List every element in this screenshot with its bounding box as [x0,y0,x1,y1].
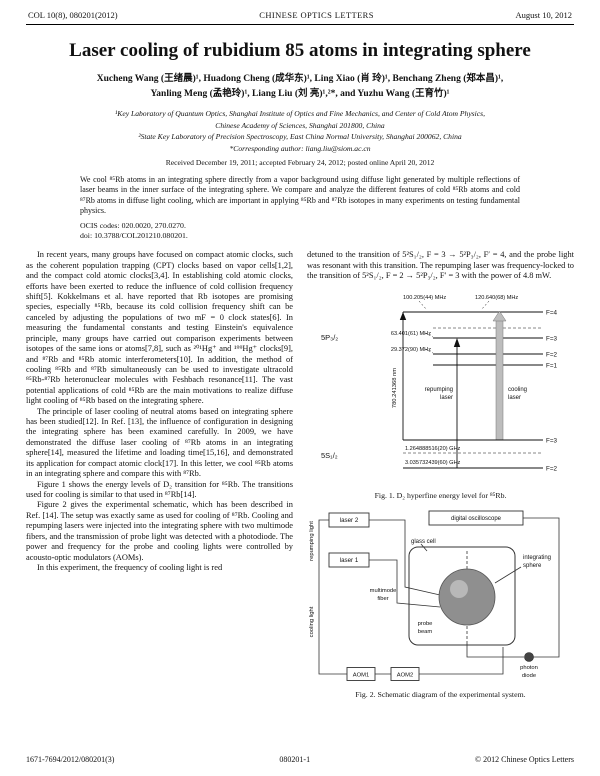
right-column: detuned to the transition of 5²S₁/₂, F =… [307,250,574,702]
repump-label-1: repumping [425,387,453,393]
state-label-5s12: 5S₁/₂ [321,451,338,460]
oscilloscope-box [428,510,524,526]
abstract-text: We cool ⁸⁵Rb atoms in an integrating sph… [80,174,520,216]
left-column: In recent years, many groups have focuse… [26,250,293,702]
body-paragraph: detuned to the transition of 5²S₁/₂, F =… [307,250,574,281]
multimode-fiber-label-2: fiber [377,596,388,602]
body-paragraph: Figure 1 shows the energy levels of D₂ t… [26,479,293,500]
splitting-3035ghz: 3.035732439(60) GHz [405,460,461,466]
issue-date: August 10, 2012 [515,10,572,20]
paper-title: Laser cooling of rubidium 85 atoms in in… [69,40,531,61]
multimode-fiber-label-1: multimode [370,588,397,594]
body-paragraph: In recent years, many groups have focuse… [26,250,293,406]
repump-arrowhead [453,337,461,347]
wavelength-label: 780.241368 nm [392,367,398,407]
level-label-f3g: F=3 [546,437,558,444]
level-label-f2g: F=2 [546,465,558,472]
author-list: Xucheng Wang (王绪晨)¹, Huadong Cheng (成华东)… [26,72,574,102]
fig1-ground-levels [403,439,543,469]
probe-beam-label-2: beam [418,629,433,635]
fig1-leader-lines [418,300,490,353]
repump-label-2: laser [440,395,453,401]
photodiode-shape [524,651,534,662]
integrating-sphere-label-1: integrating [523,555,551,561]
figure-1-caption: Fig. 1. D₂ hyperfine energy level for ⁸⁵… [374,491,507,500]
cooling-beam-band [495,319,504,440]
ocis-codes: OCIS codes: 020.0020, 270.0270. [80,220,186,230]
level-label-f2e: F=2 [546,351,558,358]
page-footer: 1671-7694/2012/080201(3) 080201-1 © 2012… [26,755,574,764]
state-label-5p32: 5P₃/₂ [321,333,338,342]
laser2-label: laser 2 [340,517,359,524]
aom2-label: AOM2 [397,672,413,678]
doi: doi: 10.3788/COL201210.080201. [80,231,188,241]
journal-header: COL 10(8), 080201(2012) CHINESE OPTICS L… [26,8,574,25]
cooling-arrowhead [492,310,507,321]
fig1-diagram: 5P₃/₂ F=4 F=3 F=2 F=1 100.205(44) MHz 12… [321,295,558,473]
integrating-sphere-label-2: sphere [523,563,542,569]
oscilloscope-label: digital oscilloscope [451,516,502,522]
journal-citation: COL 10(8), 080201(2012) [28,10,118,20]
corresponding-author: *Corresponding author: liang.liu@siom.ac… [229,143,371,153]
level-label-f3e: F=3 [546,335,558,342]
figure-2-schematic: laser 2 laser 1 digital oscilloscope AOM… [307,507,574,700]
splitting-1264ghz: 1.264888516(20) GHz [405,446,461,452]
body-paragraph: The principle of laser cooling of neutra… [26,406,293,479]
integrating-sphere-shape [438,568,496,626]
aom1-label: AOM1 [353,672,369,678]
affiliations: ¹Key Laboratory of Quantum Optics, Shang… [26,108,574,154]
fig2-diagram: laser 2 laser 1 digital oscilloscope AOM… [309,510,560,681]
d2-arrowhead [399,311,407,320]
footer-copyright: © 2012 Chinese Optics Letters [475,755,574,764]
splitting-100mhz: 100.205(44) MHz [403,295,446,301]
affiliation-1-line-1: ¹Key Laboratory of Quantum Optics, Shang… [115,109,485,119]
repumping-light-label: repumping light [309,521,315,561]
body-paragraph: In this experiment, the frequency of coo… [37,562,223,572]
photodiode-label-1: photon [520,665,538,671]
aom1-box [346,666,376,681]
authors-line-2: Yanling Meng (孟艳玲)¹, Liang Liu (刘 亮)¹,²*… [150,89,450,100]
cooling-light-label: cooling light [309,606,315,637]
photodiode-label-2: diode [522,673,536,679]
level-label-f1e: F=1 [546,362,558,369]
journal-name: CHINESE OPTICS LETTERS [259,10,374,20]
footer-issn: 1671-7694/2012/080201(3) [26,755,115,764]
probe-beam-label-1: probe [418,621,433,627]
two-column-body: In recent years, many groups have focuse… [26,250,574,702]
fig1-excited-levels [403,311,543,366]
cooling-label-2: laser [508,395,521,401]
splitting-63mhz: 63.401(61) MHz [391,331,431,337]
laser1-label: laser 1 [340,557,359,564]
glass-cell-label: glass cell [411,539,436,545]
affiliation-1-line-2: Chinese Academy of Sciences, Shanghai 20… [215,120,385,130]
laser2-box [328,512,370,528]
body-paragraph: Figure 2 gives the experimental schemati… [26,500,293,562]
authors-line-1: Xucheng Wang (王绪晨)¹, Huadong Cheng (成华东)… [96,74,504,84]
splitting-29mhz: 29.372(90) MHz [391,347,431,353]
figure-2-caption: Fig. 2. Schematic diagram of the experim… [355,690,526,700]
sphere-highlight [450,579,468,598]
figure-1-energy-levels: 5P₃/₂ F=4 F=3 F=2 F=1 100.205(44) MHz 12… [307,288,574,501]
affiliation-2: ²State Key Laboratory of Precision Spect… [138,132,462,142]
cooling-label-1: cooling [508,387,527,393]
footer-page-number: 080201-1 [279,755,311,764]
level-label-f4: F=4 [546,309,558,316]
aom2-box [390,666,420,681]
fig2-beam-paths [318,517,560,675]
laser1-box [328,552,370,568]
glass-cell-outline [408,546,516,646]
received-dates: Received December 19, 2011; accepted Feb… [165,157,435,167]
splitting-120mhz: 120.640(68) MHz [475,295,518,301]
